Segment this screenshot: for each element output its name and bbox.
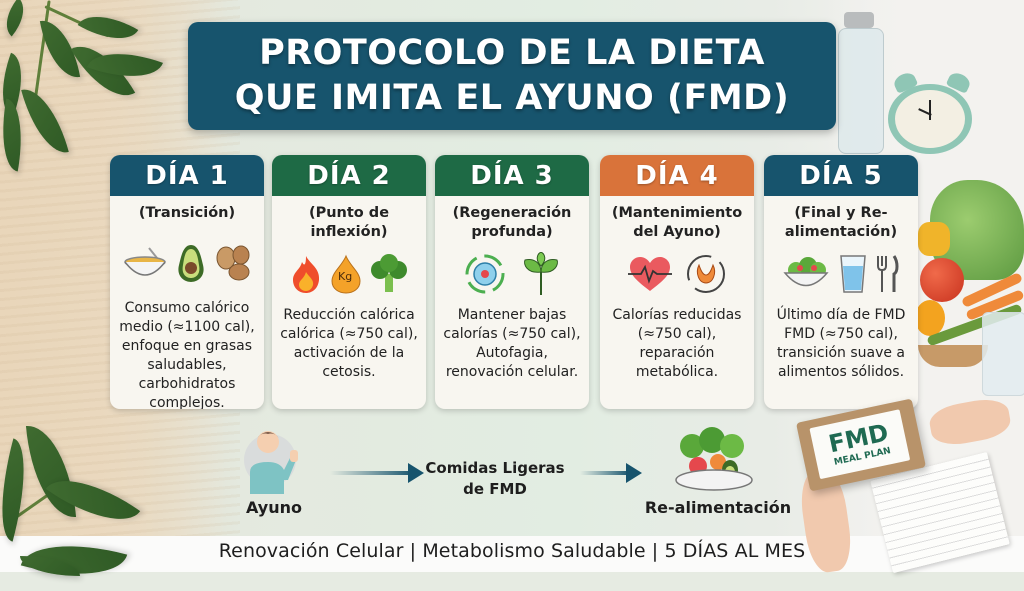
broccoli-icon (370, 254, 408, 298)
title-banner: PROTOCOLO DE LA DIETA QUE IMITA EL AYUNO… (188, 22, 836, 130)
cutlery-icon (876, 254, 900, 298)
day-subtitle-2: (Punto de inflexión) (308, 205, 390, 240)
flow-arrow-2-head (626, 463, 642, 483)
day-description-3: Mantener bajas calorías (≈750 cal), Auto… (443, 307, 581, 380)
day-header-3: DÍA 3 (435, 155, 589, 196)
flow-arrow-1-head (408, 463, 424, 483)
title-line-2: QUE IMITA EL AYUNO (FMD) (234, 78, 790, 118)
day-icons-1 (110, 241, 264, 289)
water-glass-icon (838, 254, 868, 298)
ketone-label: Kg (338, 270, 353, 283)
day-card-1: DÍA 1 (Transición) Consumo calórico medi… (110, 155, 264, 409)
day-subtitle-5: (Final y Re-alimentación) (784, 205, 898, 240)
flow-label-light-meals: Comidas Ligeras de FMD (420, 458, 570, 500)
ketone-drop-icon: Kg (330, 254, 362, 298)
fmd-box-label: FMD MEAL PLAN (809, 409, 911, 480)
metabolism-cycle-icon (685, 253, 727, 299)
footer-band (0, 536, 1024, 572)
day-icons-5 (764, 252, 918, 300)
flow-label-light-meals-line-2: de FMD (463, 480, 527, 498)
vegetable-plate-icon (672, 426, 756, 496)
day-description-5: Último día de FMD FMD (≈750 cal), transi… (776, 307, 906, 380)
fire-icon (290, 254, 322, 298)
day-card-5: DÍA 5 (Final y Re-alimentación) Último d… (764, 155, 918, 409)
day-header-1: DÍA 1 (110, 155, 264, 196)
day-header-5: DÍA 5 (764, 155, 918, 196)
title-line-1: PROTOCOLO DE LA DIETA (259, 33, 765, 73)
cell-recycle-icon (463, 252, 507, 300)
day-description-2: Reducción calórica calórica (≈750 cal), … (280, 307, 418, 380)
day-header-4: DÍA 4 (600, 155, 754, 196)
sprout-icon (521, 251, 561, 300)
day-subtitle-4: (Mantenimiento del Ayuno) (611, 205, 743, 240)
walnuts-icon (215, 244, 251, 286)
flow-arrow-2 (580, 471, 630, 475)
salad-bowl-icon (782, 256, 830, 296)
flow-arrow-1 (330, 471, 414, 475)
day-icons-3 (435, 251, 589, 300)
day-subtitle-3: (Regeneración profunda) (452, 205, 572, 240)
day-subtitle-1: (Transición) (138, 205, 236, 221)
water-bottle-image (838, 12, 884, 154)
alarm-clock-image (888, 64, 978, 156)
day-description-1: Consumo calórico medio (≈1100 cal), enfo… (119, 300, 255, 409)
day-card-4: DÍA 4 (Mantenimiento del Ayuno) Calorías… (600, 155, 754, 409)
fasting-person-icon (244, 424, 304, 496)
heartbeat-icon (627, 255, 673, 297)
flow-label-refeeding: Re-alimentación (644, 498, 792, 517)
footer-tagline: Renovación Celular | Metabolismo Saludab… (218, 540, 806, 562)
day-card-3: DÍA 3 (Regeneración profunda) Mantener b… (435, 155, 589, 409)
soup-bowl-icon (123, 244, 167, 286)
avocado-icon (175, 243, 207, 287)
day-header-2: DÍA 2 (272, 155, 426, 196)
flow-label-fasting: Ayuno (245, 498, 302, 517)
day-description-4: Calorías reducidas (≈750 cal), reparació… (612, 307, 742, 380)
flow-label-light-meals-line-1: Comidas Ligeras (425, 459, 565, 477)
day-icons-2: Kg (272, 252, 426, 300)
day-icons-4 (600, 252, 754, 300)
day-card-2: DÍA 2 (Punto de inflexión) Kg Reducción … (272, 155, 426, 409)
